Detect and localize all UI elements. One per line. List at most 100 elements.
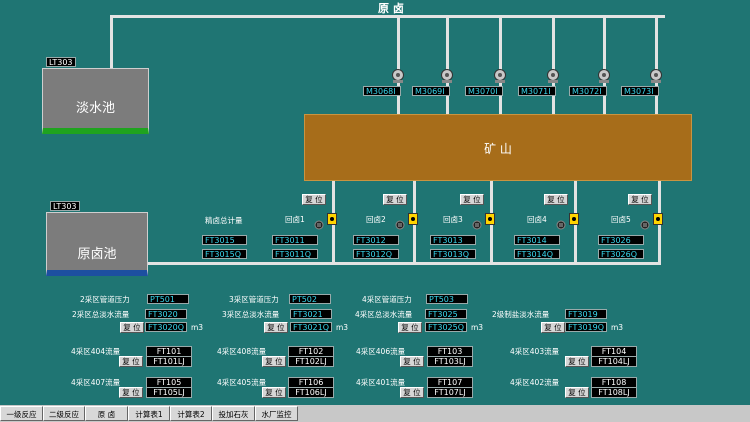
- flowmeter-icon: [556, 215, 566, 230]
- pump-icon[interactable]: [546, 68, 560, 83]
- zone-lj-tag-5[interactable]: FT105LJ: [146, 387, 192, 398]
- freshflow-unit-3: m3: [471, 323, 484, 332]
- well-label-5: 回卤5: [611, 215, 631, 224]
- zone-lj-tag-8[interactable]: FT108LJ: [591, 387, 637, 398]
- zone-label-2: 4采区408流量: [217, 347, 267, 356]
- zone-label-4: 4采区403流量: [510, 347, 560, 356]
- freshflow-reset-button-1[interactable]: 复 位: [120, 322, 144, 333]
- pressure-label-2: 3采区管道压力: [229, 295, 279, 304]
- pump-pipe-6: [655, 15, 658, 114]
- tab-7[interactable]: 水厂监控: [255, 406, 298, 421]
- well-reset-button-3[interactable]: 复 位: [460, 194, 484, 205]
- zone-lj-tag-1[interactable]: FT101LJ: [146, 356, 192, 367]
- well-ft-tag-5[interactable]: FT3026: [598, 235, 644, 245]
- freshflow-reset-button-3[interactable]: 复 位: [398, 322, 422, 333]
- pump-pipe-1: [397, 15, 400, 114]
- well-reset-button-4[interactable]: 复 位: [544, 194, 568, 205]
- brine-return-pipe: [148, 262, 660, 265]
- pump-pipe-2: [446, 15, 449, 114]
- zone-lj-tag-2[interactable]: FT102LJ: [288, 356, 334, 367]
- well-reset-button-1[interactable]: 复 位: [302, 194, 326, 205]
- zone-label-7: 4采区401流量: [356, 378, 406, 387]
- zone-reset-button-6[interactable]: 复 位: [262, 387, 286, 398]
- tab-2[interactable]: 二级反应: [43, 406, 85, 421]
- pump-tag-6[interactable]: M3073I: [621, 86, 659, 96]
- pressure-tag-1[interactable]: PT501: [147, 294, 189, 304]
- zone-reset-button-4[interactable]: 复 位: [565, 356, 589, 367]
- pump-tag-1[interactable]: M3068I: [363, 86, 401, 96]
- pressure-tag-3[interactable]: PT503: [426, 294, 468, 304]
- flowmeter-icon: [314, 215, 324, 230]
- freshflow-reset-button-4[interactable]: 复 位: [541, 322, 565, 333]
- pump-tag-5[interactable]: M3072I: [569, 86, 607, 96]
- pump-icon[interactable]: [597, 68, 611, 83]
- well-ft-tag-3[interactable]: FT3013: [430, 235, 476, 245]
- well-ftq-tag-3[interactable]: FT3013Q: [430, 249, 476, 259]
- freshflow-label-4: 2级制盐淡水流量: [492, 310, 550, 319]
- tab-4[interactable]: 计算表1: [128, 406, 170, 421]
- pump-icon[interactable]: [493, 68, 507, 83]
- well-label-4: 回卤4: [527, 215, 547, 224]
- valve-icon[interactable]: [485, 213, 495, 225]
- zone-lj-tag-7[interactable]: FT107LJ: [427, 387, 473, 398]
- zone-reset-button-5[interactable]: 复 位: [119, 387, 143, 398]
- well-ft-tag-1[interactable]: FT3011: [272, 235, 318, 245]
- well-ftq-tag-5[interactable]: FT3026Q: [598, 249, 644, 259]
- valve-icon[interactable]: [327, 213, 337, 225]
- flowmeter-icon: [640, 215, 650, 230]
- freshflow-tag-4[interactable]: FT3019: [565, 309, 607, 319]
- tab-6[interactable]: 投加石灰: [212, 406, 255, 421]
- well-reset-button-5[interactable]: 复 位: [628, 194, 652, 205]
- page-title: 原 卤: [378, 2, 404, 15]
- pump-icon[interactable]: [649, 68, 663, 83]
- zone-lj-tag-4[interactable]: FT104LJ: [591, 356, 637, 367]
- mine-label: 矿 山: [484, 142, 512, 156]
- freshflow-tag-3[interactable]: FT3025: [425, 309, 467, 319]
- freshflow-label-2: 3采区总淡水流量: [222, 310, 280, 319]
- pressure-label-3: 4采区管道压力: [362, 295, 412, 304]
- valve-icon[interactable]: [653, 213, 663, 225]
- pump-tag-4[interactable]: M3071I: [518, 86, 556, 96]
- well-ftq-tag-1[interactable]: FT3011Q: [272, 249, 318, 259]
- pump-icon[interactable]: [391, 68, 405, 83]
- well-ft-tag-2[interactable]: FT3012: [353, 235, 399, 245]
- freshflow-qtag-2[interactable]: FT3021Q: [290, 322, 332, 332]
- fresh-tank-level-tag[interactable]: LT303: [46, 57, 76, 67]
- zone-reset-button-1[interactable]: 复 位: [119, 356, 143, 367]
- flowmeter-icon: [395, 215, 405, 230]
- zone-lj-tag-3[interactable]: FT103LJ: [427, 356, 473, 367]
- tab-3[interactable]: 原 卤: [85, 406, 128, 421]
- valve-icon[interactable]: [408, 213, 418, 225]
- well-ft-tag-4[interactable]: FT3014: [514, 235, 560, 245]
- totals-ft-tag[interactable]: FT3015: [202, 235, 247, 245]
- zone-reset-button-2[interactable]: 复 位: [262, 356, 286, 367]
- pump-icon[interactable]: [440, 68, 454, 83]
- well-ftq-tag-4[interactable]: FT3014Q: [514, 249, 560, 259]
- pump-tag-3[interactable]: M3070I: [465, 86, 503, 96]
- well-reset-button-2[interactable]: 复 位: [383, 194, 407, 205]
- mine-block: 矿 山: [304, 114, 692, 181]
- valve-icon[interactable]: [569, 213, 579, 225]
- freshflow-reset-button-2[interactable]: 复 位: [264, 322, 288, 333]
- freshflow-qtag-3[interactable]: FT3025Q: [425, 322, 467, 332]
- freshflow-tag-1[interactable]: FT3020: [145, 309, 187, 319]
- zone-reset-button-7[interactable]: 复 位: [400, 387, 424, 398]
- well-label-2: 回卤2: [366, 215, 386, 224]
- freshflow-qtag-1[interactable]: FT3020Q: [145, 322, 187, 332]
- zone-lj-tag-6[interactable]: FT106LJ: [288, 387, 334, 398]
- pressure-tag-2[interactable]: PT502: [289, 294, 331, 304]
- tab-5[interactable]: 计算表2: [170, 406, 212, 421]
- brine-tank-level-tag[interactable]: LT303: [50, 201, 80, 211]
- zone-reset-button-3[interactable]: 复 位: [400, 356, 424, 367]
- zone-reset-button-8[interactable]: 复 位: [565, 387, 589, 398]
- brine-tank-name: 原卤池: [77, 247, 117, 262]
- well-ftq-tag-2[interactable]: FT3012Q: [353, 249, 399, 259]
- pump-tag-2[interactable]: M3069I: [412, 86, 450, 96]
- freshflow-qtag-4[interactable]: FT3019Q: [565, 322, 607, 332]
- tab-1[interactable]: 一级反应: [0, 406, 43, 421]
- totals-ftq-tag[interactable]: FT3015Q: [202, 249, 247, 259]
- fresh-water-tank: 淡水池: [42, 68, 149, 134]
- zone-label-8: 4采区402流量: [510, 378, 560, 387]
- freshflow-tag-2[interactable]: FT3021: [290, 309, 332, 319]
